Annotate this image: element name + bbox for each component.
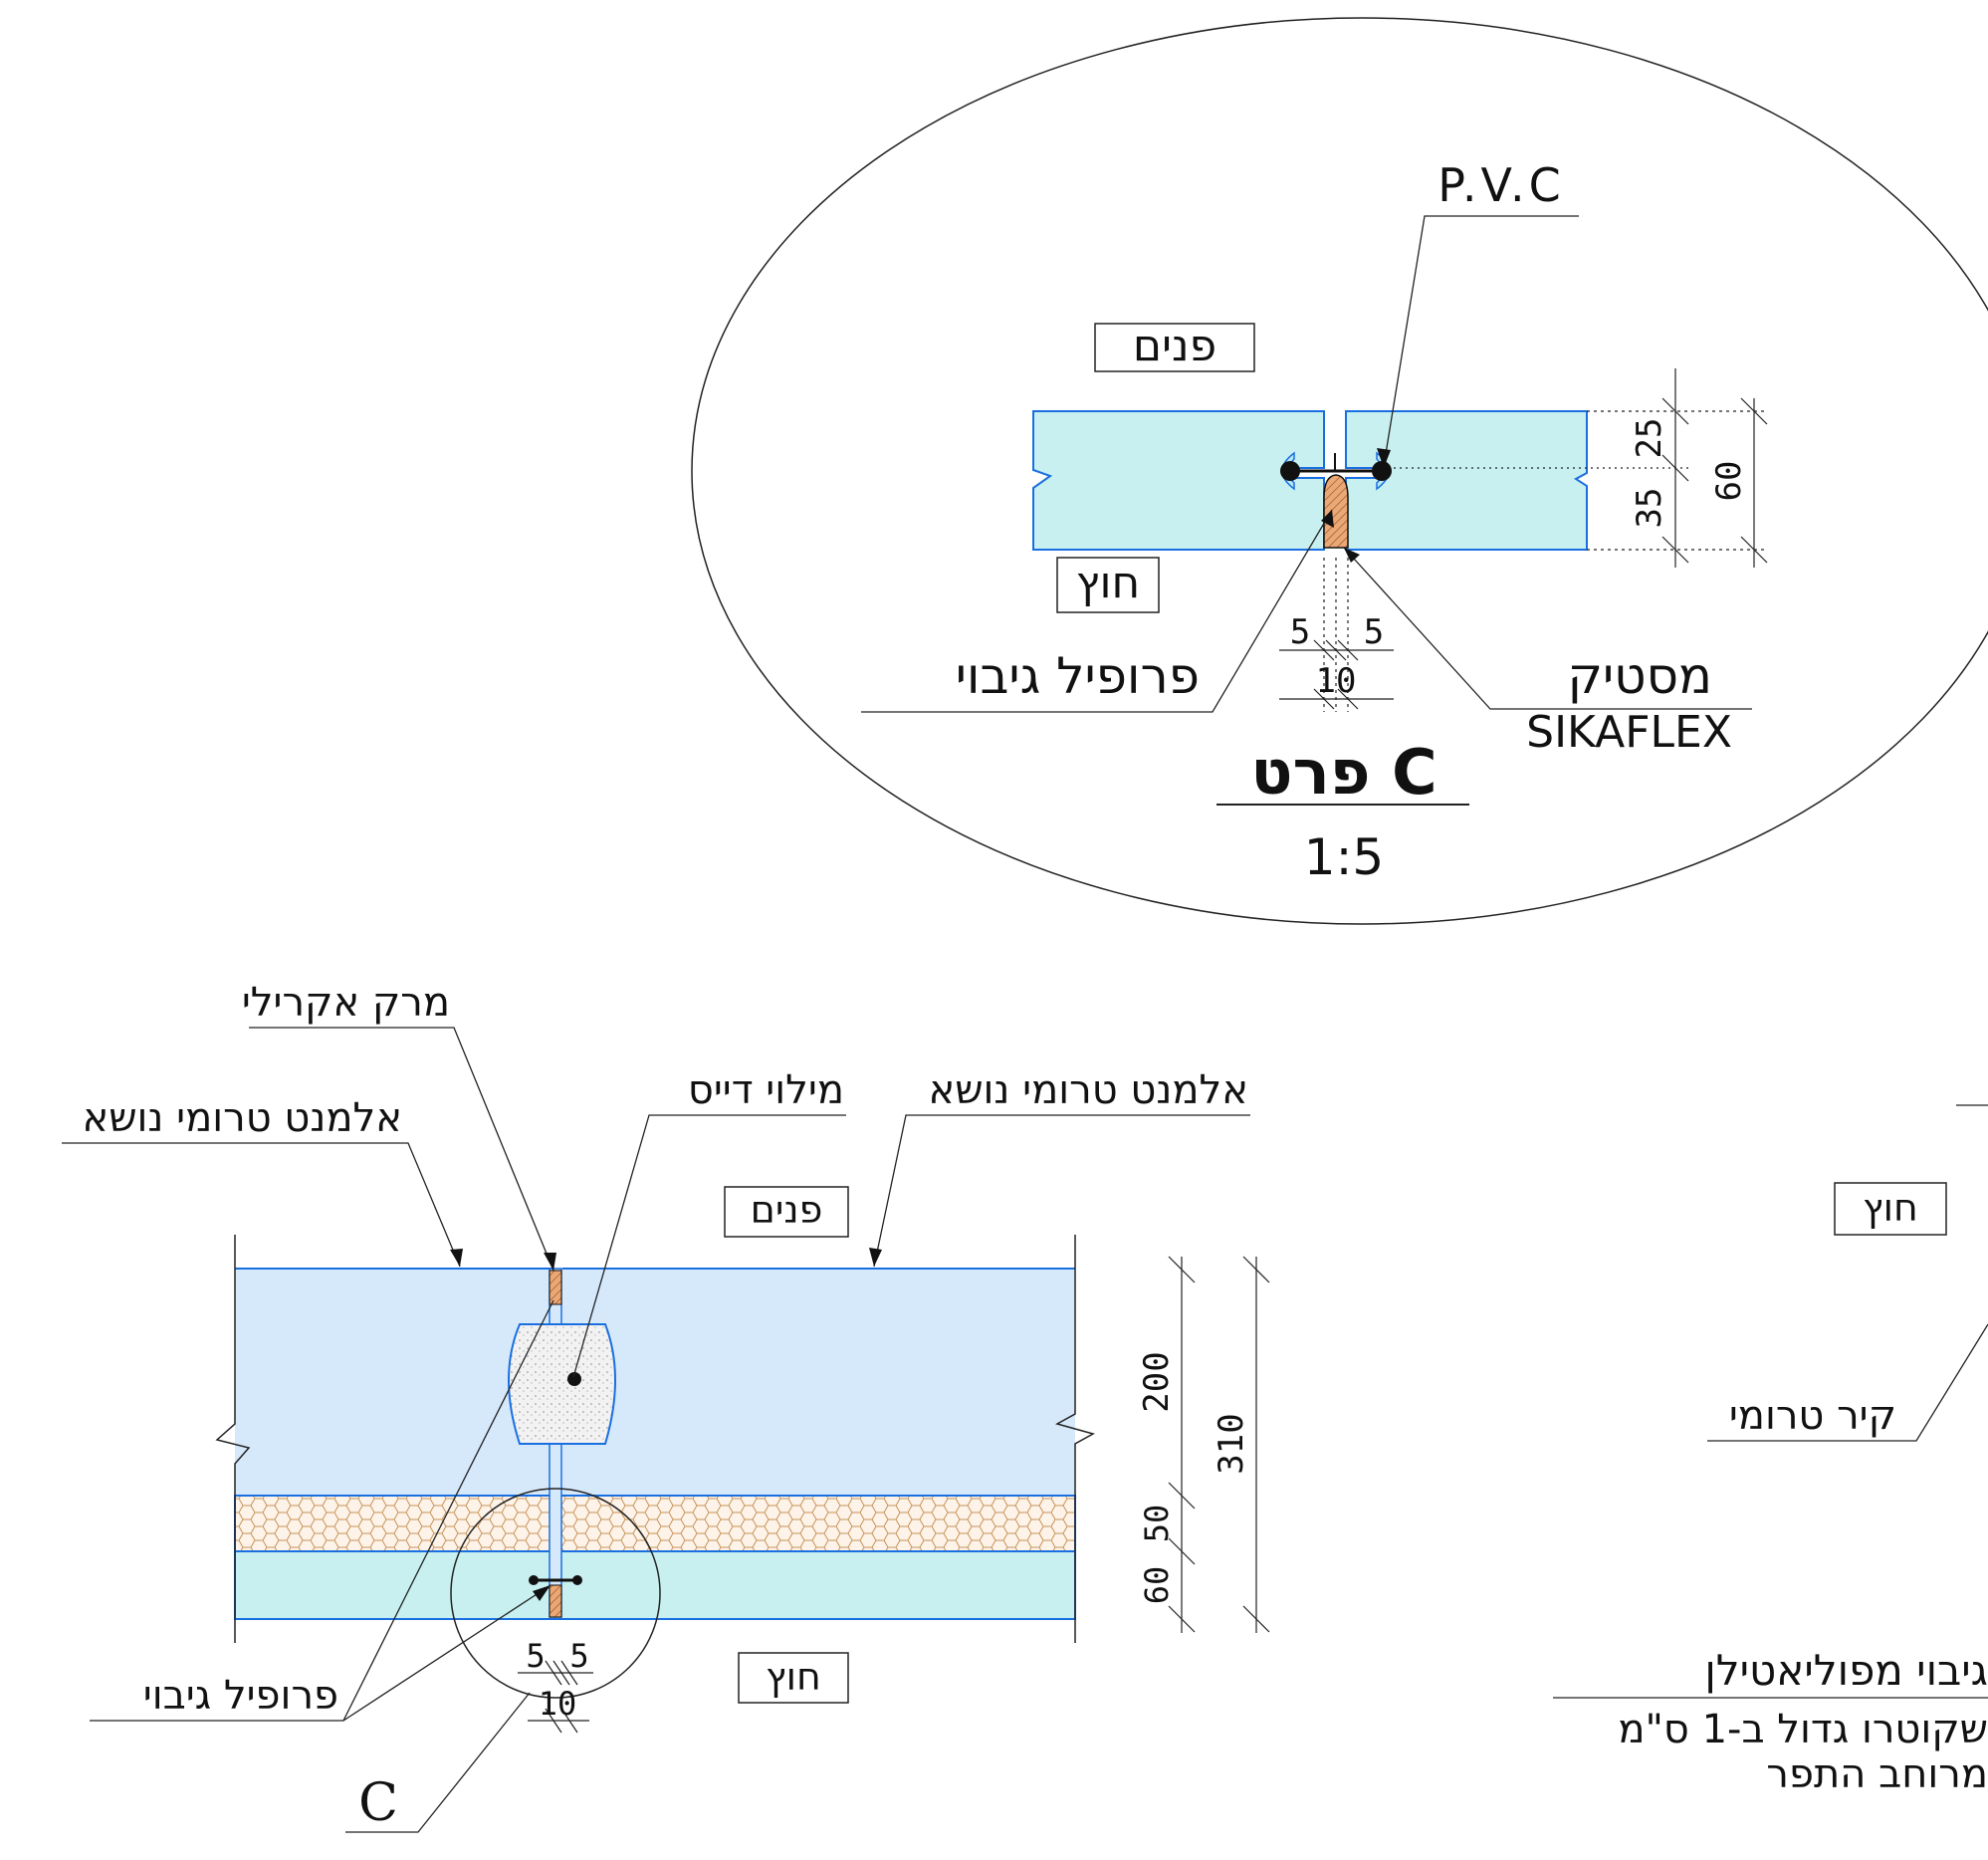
section-outside-label: חוץ (766, 1655, 821, 1699)
acrylic-plaster-label: מרק אקרילי (242, 980, 450, 1026)
precast-element-left (235, 1269, 552, 1496)
sikaflex-label: SIKAFLEX (1526, 707, 1732, 758)
detail-c-scale: 1:5 (1304, 828, 1384, 886)
section-dim-5a-label: 5 (526, 1637, 545, 1675)
dry-fill-grout (508, 1323, 616, 1445)
right-outside-label: חוץ (1863, 1186, 1918, 1230)
section-dim-10-label: 10 (539, 1685, 577, 1723)
pvc-profile (1280, 451, 1392, 491)
detail-c: 25 35 60 5 5 10 P.V.C (691, 17, 1988, 925)
section-inside-box (724, 1186, 849, 1238)
detail-c-reference-circle (450, 1488, 661, 1699)
joint-width-note-label: מרוחב התפר (1766, 1751, 1988, 1797)
break-line-left (215, 1235, 251, 1643)
wall-section: 200 310 50 60 5 5 10 (62, 980, 1270, 1833)
insulation-layer (234, 1495, 1076, 1552)
detail-c-backing-profile-label: פרופיל גיבוי (956, 647, 1200, 705)
detail-c-left-panel (1032, 410, 1325, 551)
dim-50-label: 50 (1138, 1505, 1176, 1543)
detail-c-boundary-ellipse (691, 17, 1988, 925)
dim-10-label: 10 (1316, 661, 1357, 701)
section-outside-box (738, 1652, 849, 1704)
section-leaders (62, 1027, 1250, 1833)
detail-c-outside-label: חוץ (1076, 558, 1140, 608)
precast-wall-leader (1707, 1323, 1988, 1442)
detail-c-inside-box (1094, 323, 1255, 372)
detail-c-inside-label: פנים (1133, 321, 1216, 371)
mastic-sikaflex-seal (1323, 474, 1349, 549)
pvc-label: P.V.C (1437, 158, 1564, 212)
detail-c-leaders (861, 215, 1752, 713)
dim-25-label: 25 (1630, 418, 1669, 459)
dim-35-label: 35 (1630, 488, 1669, 529)
break-line-right (1055, 1235, 1095, 1643)
thermal-element-left-label: אלמנט טרומי נושא (82, 1095, 402, 1141)
section-dim-5b-label: 5 (569, 1637, 588, 1675)
precast-wall-label: קיר טרומי (1729, 1393, 1896, 1439)
dim-5a-label: 5 (1290, 612, 1310, 652)
dim-5b-label: 5 (1364, 612, 1384, 652)
dim-310-label: 310 (1212, 1413, 1251, 1474)
detail-c-dimensions-horizontal (1279, 558, 1394, 712)
section-backing-profile-label: פרופיל גיבוי (143, 1673, 338, 1719)
right-partial-detail: חוץ קיר טרומי גיבוי מפוליאטילן שקוטרו גד… (1553, 1104, 1988, 1797)
detail-c-title: פרט C (1250, 736, 1436, 809)
detail-c-outside-box (1056, 557, 1160, 613)
section-pvc-profile (529, 1575, 582, 1618)
precast-element-right (562, 1269, 1075, 1496)
detail-c-dimensions-vertical (1394, 368, 1768, 568)
acrylic-plaster-seal (549, 1270, 562, 1305)
diameter-note-label: שקוטרו גדול ב-1 ס"מ (1618, 1707, 1988, 1752)
polyethylene-backing-label: גיבוי מפוליאטילן (1704, 1646, 1988, 1695)
dim-60-section-label: 60 (1138, 1566, 1176, 1605)
section-dimensions-vertical (1168, 1256, 1270, 1633)
section-dimensions-horizontal (518, 1660, 593, 1734)
mastic-label: מסטיק (1568, 647, 1712, 705)
section-inside-label: פנים (751, 1188, 823, 1232)
dim-60-label: 60 (1709, 461, 1749, 502)
dim-200-label: 200 (1137, 1351, 1177, 1412)
detail-ref-c-label: C (358, 1773, 398, 1833)
right-outside-box (1834, 1182, 1947, 1236)
thermal-element-right-label: אלמנט טרומי נושא (928, 1067, 1248, 1113)
dry-fill-label: מילוי דייס (688, 1067, 844, 1113)
